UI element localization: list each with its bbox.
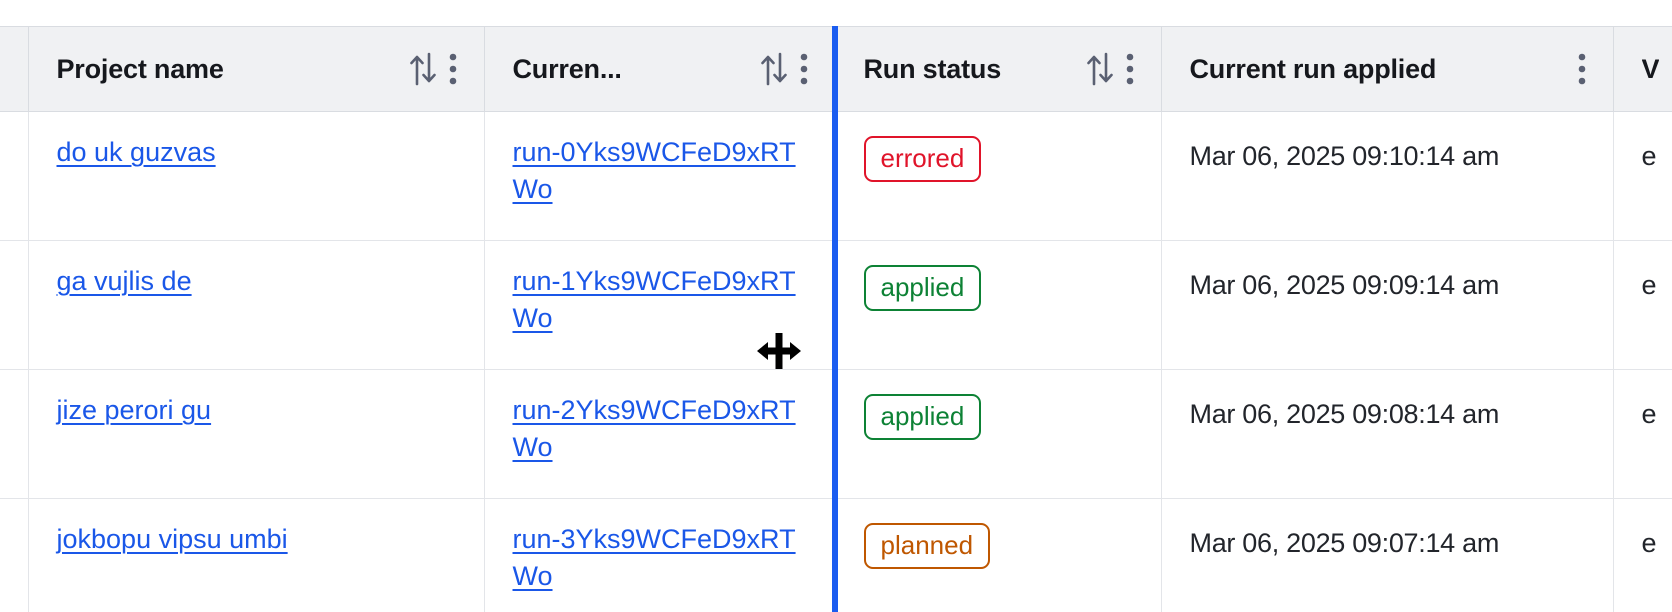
column-header-label-current-run: Curren... bbox=[512, 53, 622, 84]
table-row: ga vujlis de run-1Yks9WCFeD9xRTWo applie… bbox=[0, 240, 1672, 370]
column-header-label-current-run-applied: Current run applied bbox=[1189, 53, 1437, 84]
cell-current-run: run-3Yks9WCFeD9xRTWo bbox=[484, 498, 836, 612]
column-header-project-name[interactable]: Project name bbox=[28, 26, 485, 112]
current-run-applied-text: Mar 06, 2025 09:08:14 am bbox=[1189, 399, 1500, 429]
project-name-link[interactable]: do uk guzvas bbox=[56, 137, 216, 167]
status-badge: planned bbox=[863, 523, 991, 569]
cell-current-run: run-1Yks9WCFeD9xRTWo bbox=[484, 240, 836, 370]
cell-project-name: ga vujlis de bbox=[28, 240, 485, 370]
column-header-label-next-column: V bbox=[1641, 53, 1660, 84]
kebab-menu-icon[interactable] bbox=[791, 47, 817, 91]
next-column-text: e bbox=[1641, 399, 1657, 429]
column-header-current-run-applied[interactable]: Current run applied bbox=[1161, 26, 1614, 112]
current-run-link[interactable]: run-1Yks9WCFeD9xRTWo bbox=[512, 266, 796, 333]
current-run-applied-text: Mar 06, 2025 09:07:14 am bbox=[1189, 528, 1500, 558]
cell-current-run-applied: Mar 06, 2025 09:10:14 am bbox=[1161, 111, 1614, 241]
cell-next-column: e bbox=[1613, 111, 1672, 241]
row-select-cell[interactable] bbox=[0, 111, 29, 241]
current-run-link[interactable]: run-2Yks9WCFeD9xRTWo bbox=[512, 395, 796, 462]
cell-next-column: e bbox=[1613, 369, 1672, 499]
status-badge: applied bbox=[863, 265, 982, 311]
table-row: jize perori gu run-2Yks9WCFeD9xRTWo appl… bbox=[0, 369, 1672, 499]
cell-project-name: do uk guzvas bbox=[28, 111, 485, 241]
cell-next-column: e bbox=[1613, 240, 1672, 370]
status-badge: errored bbox=[863, 136, 982, 182]
table-row: jokbopu vipsu umbi run-3Yks9WCFeD9xRTWo … bbox=[0, 498, 1672, 612]
column-header-select[interactable] bbox=[0, 26, 29, 112]
current-run-applied-text: Mar 06, 2025 09:09:14 am bbox=[1189, 270, 1500, 300]
column-header-label-project-name: Project name bbox=[56, 53, 224, 84]
row-select-cell[interactable] bbox=[0, 369, 29, 499]
cell-current-run: run-0Yks9WCFeD9xRTWo bbox=[484, 111, 836, 241]
next-column-text: e bbox=[1641, 528, 1657, 558]
project-name-link[interactable]: ga vujlis de bbox=[56, 266, 192, 296]
row-select-cell[interactable] bbox=[0, 498, 29, 612]
cell-current-run: run-2Yks9WCFeD9xRTWo bbox=[484, 369, 836, 499]
kebab-menu-icon[interactable] bbox=[440, 47, 466, 91]
header-row: Project name bbox=[0, 26, 1672, 112]
row-select-cell[interactable] bbox=[0, 240, 29, 370]
current-run-link[interactable]: run-0Yks9WCFeD9xRTWo bbox=[512, 137, 796, 204]
sort-icon[interactable] bbox=[1083, 47, 1117, 91]
table-row: do uk guzvas run-0Yks9WCFeD9xRTWo errore… bbox=[0, 111, 1672, 241]
cell-current-run-applied: Mar 06, 2025 09:07:14 am bbox=[1161, 498, 1614, 612]
cell-run-status: applied bbox=[835, 240, 1162, 370]
table-body: do uk guzvas run-0Yks9WCFeD9xRTWo errore… bbox=[0, 111, 1672, 612]
column-header-label-run-status: Run status bbox=[863, 53, 1002, 84]
projects-table: Project name bbox=[0, 26, 1672, 612]
sort-icon[interactable] bbox=[757, 47, 791, 91]
cell-run-status: errored bbox=[835, 111, 1162, 241]
sort-icon[interactable] bbox=[406, 47, 440, 91]
kebab-menu-icon[interactable] bbox=[1117, 47, 1143, 91]
cell-project-name: jize perori gu bbox=[28, 369, 485, 499]
top-strip bbox=[0, 0, 1672, 26]
cell-current-run-applied: Mar 06, 2025 09:09:14 am bbox=[1161, 240, 1614, 370]
column-header-run-status[interactable]: Run status bbox=[835, 26, 1162, 112]
cell-project-name: jokbopu vipsu umbi bbox=[28, 498, 485, 612]
cell-next-column: e bbox=[1613, 498, 1672, 612]
current-run-applied-text: Mar 06, 2025 09:10:14 am bbox=[1189, 141, 1500, 171]
cell-run-status: planned bbox=[835, 498, 1162, 612]
next-column-text: e bbox=[1641, 270, 1657, 300]
current-run-link[interactable]: run-3Yks9WCFeD9xRTWo bbox=[512, 524, 796, 591]
column-header-next-column[interactable]: V bbox=[1613, 26, 1672, 112]
table-header: Project name bbox=[0, 26, 1672, 112]
project-name-link[interactable]: jokbopu vipsu umbi bbox=[56, 524, 288, 554]
cell-run-status: applied bbox=[835, 369, 1162, 499]
project-name-link[interactable]: jize perori gu bbox=[56, 395, 212, 425]
next-column-text: e bbox=[1641, 141, 1657, 171]
cell-current-run-applied: Mar 06, 2025 09:08:14 am bbox=[1161, 369, 1614, 499]
column-header-current-run[interactable]: Curren... bbox=[484, 26, 836, 112]
status-badge: applied bbox=[863, 394, 982, 440]
kebab-menu-icon[interactable] bbox=[1569, 47, 1595, 91]
